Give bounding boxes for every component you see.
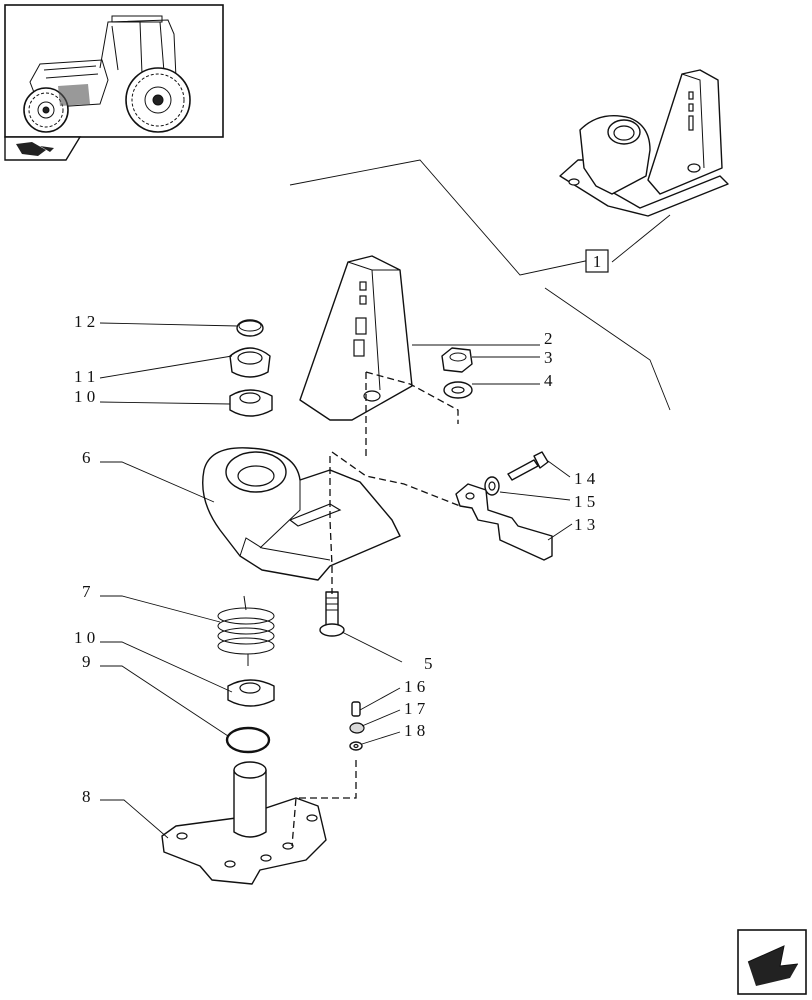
leader-8	[100, 799, 169, 839]
next-page-arrow-icon[interactable]	[737, 929, 807, 995]
leader-10b	[100, 641, 233, 693]
callout-9: 9	[82, 652, 91, 671]
bearing-part-10-bottom	[227, 679, 275, 707]
fitting-part-17	[349, 722, 365, 734]
assembly-line-d	[329, 456, 333, 594]
housing-part-6	[202, 447, 401, 581]
group-line-left	[289, 159, 591, 276]
assembled-bracket-view	[559, 69, 729, 217]
leader-1	[611, 214, 671, 263]
callout-box-1	[585, 249, 609, 273]
callout-6: 6	[82, 448, 91, 467]
callout-11: 1 1	[74, 367, 95, 386]
leader-16	[359, 687, 401, 711]
callout-5: 5	[424, 654, 433, 673]
bush-part-11	[229, 347, 271, 378]
bracket-part-2	[299, 255, 413, 421]
tractor-thumbnail-icon[interactable]	[4, 4, 224, 138]
leader-14	[547, 460, 571, 478]
leader-13	[547, 523, 573, 541]
callout-17: 1 7	[404, 699, 426, 718]
leader-7	[100, 595, 221, 623]
spring-part-7	[217, 595, 275, 666]
callout-1: 1	[593, 252, 602, 271]
leader-12	[99, 322, 239, 327]
callout-12: 1 2	[74, 312, 95, 331]
bolt-part-5	[319, 591, 345, 637]
leader-10a	[99, 401, 231, 405]
o-ring-part-9	[225, 726, 271, 754]
leader-6	[100, 461, 215, 503]
washer-part-18	[349, 741, 363, 751]
bolt-part-14	[507, 451, 549, 481]
callout-10-top: 1 0	[74, 387, 95, 406]
nut-part-3	[441, 347, 473, 373]
leader-11	[99, 355, 233, 379]
leader-17	[361, 709, 401, 727]
leader-5	[341, 631, 403, 663]
washer-part-15	[484, 476, 500, 496]
assembly-line-b	[331, 451, 461, 507]
assembly-line-a	[364, 372, 367, 457]
callout-14: 1 4	[574, 469, 596, 488]
callout-4: 4	[544, 371, 553, 390]
callout-10-bottom: 1 0	[74, 628, 95, 647]
callout-13: 1 3	[574, 515, 595, 534]
callout-15: 1 5	[574, 492, 595, 511]
fitting-part-16	[351, 701, 361, 717]
base-plate-part-8	[161, 761, 327, 885]
assembly-line-c	[365, 371, 459, 424]
callout-7: 7	[82, 582, 91, 601]
callout-2: 2	[544, 329, 553, 348]
group-line-right	[544, 287, 671, 411]
assembly-line-e	[291, 760, 357, 847]
leader-15	[499, 491, 571, 501]
callout-18: 1 8	[404, 721, 425, 740]
plate-part-13	[455, 483, 553, 561]
bearing-part-10-top	[229, 389, 273, 417]
callout-3: 3	[544, 348, 553, 367]
catalog-book-icon[interactable]	[4, 136, 82, 161]
callout-16: 1 6	[404, 677, 425, 696]
leader-9	[100, 665, 229, 737]
cap-part-12	[236, 319, 264, 337]
leader-18	[361, 731, 401, 745]
washer-part-4	[443, 381, 473, 399]
callout-8: 8	[82, 787, 91, 806]
